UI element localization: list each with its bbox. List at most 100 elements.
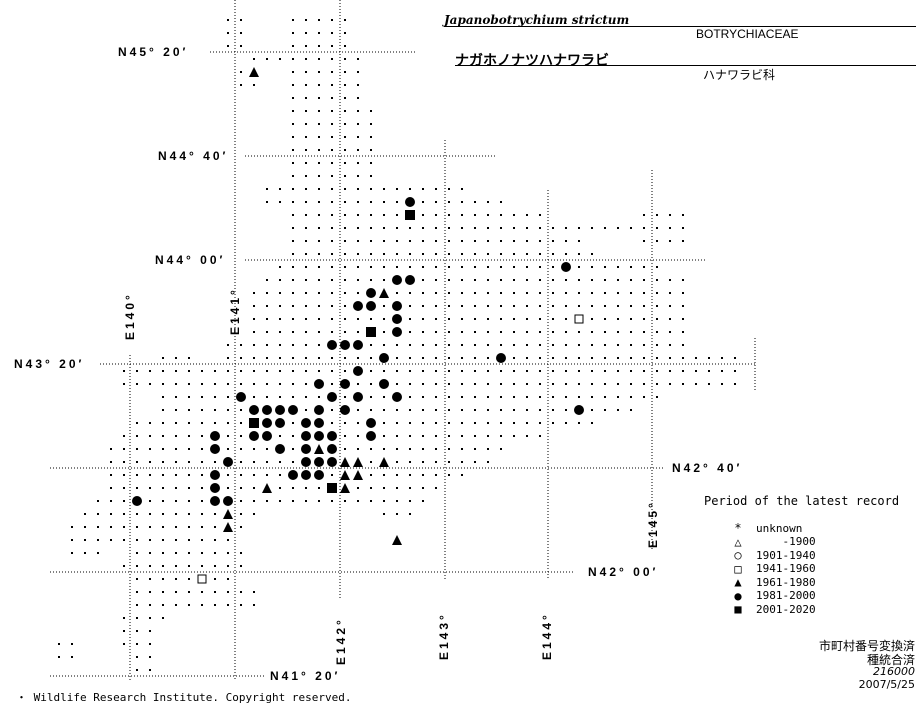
lat-label-41-20: N41° 20′	[270, 669, 341, 683]
mesh-dot	[461, 331, 463, 333]
mesh-dot	[552, 383, 554, 385]
mesh-dot	[305, 357, 307, 359]
mesh-dot	[344, 123, 346, 125]
mesh-dot	[149, 630, 151, 632]
record-2001-2020-marker	[405, 210, 415, 220]
mesh-dot	[227, 45, 229, 47]
mesh-dot	[370, 279, 372, 281]
mesh-dot	[279, 305, 281, 307]
mesh-dot	[617, 409, 619, 411]
mesh-dot	[175, 409, 177, 411]
mesh-dot	[448, 240, 450, 242]
mesh-dot	[266, 331, 268, 333]
mesh-dot	[344, 448, 346, 450]
legend-item: ○1901-1940	[732, 548, 820, 562]
mesh-dot	[331, 214, 333, 216]
mesh-dot	[630, 357, 632, 359]
mesh-dot	[383, 500, 385, 502]
mesh-dot	[682, 305, 684, 307]
mesh-dot	[279, 383, 281, 385]
mesh-dot	[643, 214, 645, 216]
mesh-dot	[435, 474, 437, 476]
mesh-dot	[175, 487, 177, 489]
mesh-dot	[227, 344, 229, 346]
mesh-dot	[162, 383, 164, 385]
mesh-dot	[292, 500, 294, 502]
mesh-dot	[409, 227, 411, 229]
mesh-dot	[136, 617, 138, 619]
mesh-dot	[123, 617, 125, 619]
mesh-dot	[357, 58, 359, 60]
mesh-dot	[188, 513, 190, 515]
mesh-dot	[305, 84, 307, 86]
mesh-dot	[396, 474, 398, 476]
mesh-dot	[578, 279, 580, 281]
mesh-dot	[643, 266, 645, 268]
mesh-dot	[318, 58, 320, 60]
mesh-dot	[500, 292, 502, 294]
mesh-dot	[162, 539, 164, 541]
mesh-dot	[435, 487, 437, 489]
mesh-dot	[565, 370, 567, 372]
mesh-dot	[136, 578, 138, 580]
mesh-dot	[201, 383, 203, 385]
mesh-dot	[175, 474, 177, 476]
mesh-dot	[318, 71, 320, 73]
mesh-dot	[643, 279, 645, 281]
mesh-dot	[331, 136, 333, 138]
mesh-dot	[695, 370, 697, 372]
record-1961-1980-marker	[340, 483, 350, 493]
mesh-dot	[448, 435, 450, 437]
mesh-dot	[500, 279, 502, 281]
mesh-dot	[149, 370, 151, 372]
mesh-dot	[253, 357, 255, 359]
mesh-dot	[227, 565, 229, 567]
mesh-dot	[383, 435, 385, 437]
mesh-dot	[487, 292, 489, 294]
mesh-dot	[643, 357, 645, 359]
mesh-dot	[136, 461, 138, 463]
mesh-dot	[149, 474, 151, 476]
mesh-dot	[526, 292, 528, 294]
mesh-dot	[370, 253, 372, 255]
mesh-dot	[539, 422, 541, 424]
mesh-dot	[357, 149, 359, 151]
mesh-dot	[409, 500, 411, 502]
mesh-dot	[370, 149, 372, 151]
mesh-dot	[123, 565, 125, 567]
mesh-dot	[578, 266, 580, 268]
mesh-dot	[708, 370, 710, 372]
mesh-dot	[175, 370, 177, 372]
mesh-dot	[448, 409, 450, 411]
mesh-dot	[136, 435, 138, 437]
record-1981-2000-marker	[392, 275, 402, 285]
mesh-dot	[539, 344, 541, 346]
mesh-dot	[435, 461, 437, 463]
mesh-dot	[136, 604, 138, 606]
mesh-dot	[487, 357, 489, 359]
mesh-dot	[591, 422, 593, 424]
mesh-dot	[461, 279, 463, 281]
record-1981-2000-marker	[236, 392, 246, 402]
mesh-dot	[136, 526, 138, 528]
mesh-dot	[331, 32, 333, 34]
lat-label-44-40: N44° 40′	[158, 149, 229, 163]
filled-triangle-icon: ▲	[734, 575, 742, 589]
mesh-dot	[214, 409, 216, 411]
mesh-dot	[396, 227, 398, 229]
mesh-dot	[409, 292, 411, 294]
mesh-dot	[201, 500, 203, 502]
mesh-dot	[396, 435, 398, 437]
mesh-dot	[500, 448, 502, 450]
mesh-dot	[240, 422, 242, 424]
mesh-dot	[227, 357, 229, 359]
mesh-dot	[617, 357, 619, 359]
mesh-dot	[604, 318, 606, 320]
mesh-dot	[240, 84, 242, 86]
mesh-dot	[409, 331, 411, 333]
mesh-dot	[487, 201, 489, 203]
mesh-dot	[188, 474, 190, 476]
mesh-dot	[591, 344, 593, 346]
record-1961-1980-marker	[262, 483, 272, 493]
mesh-dot	[422, 331, 424, 333]
